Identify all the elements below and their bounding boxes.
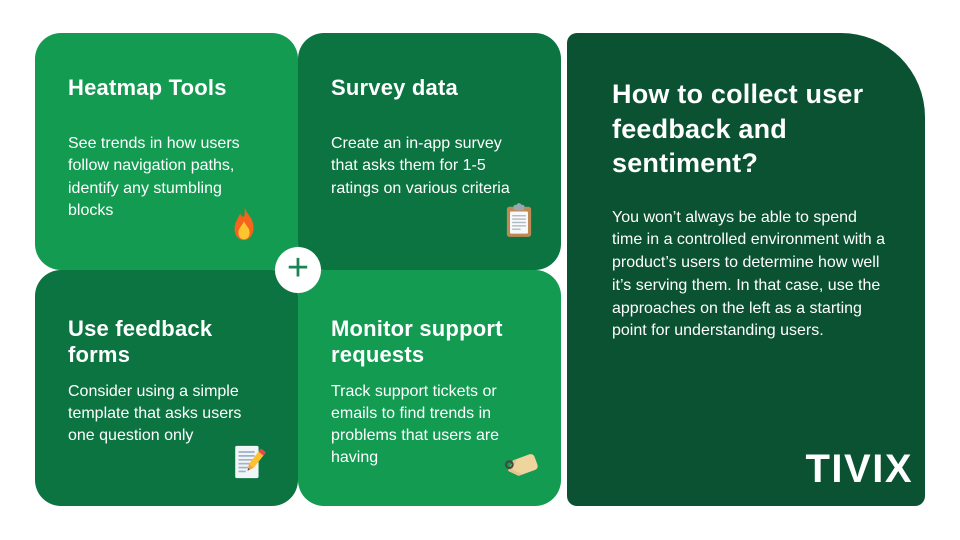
logo-text-left: TI	[805, 447, 845, 491]
card-title: Heatmap Tools	[68, 75, 227, 100]
card-title: Monitor support requests	[331, 316, 503, 368]
card-title: Survey data	[331, 75, 458, 100]
logo-notched-v: V	[844, 447, 873, 491]
card-body: Create an in-app survey that asks them f…	[331, 135, 510, 197]
tivix-logo: TIVIX	[805, 447, 913, 492]
card-title: Use feedback forms	[68, 316, 213, 368]
logo-text-right: IX	[872, 447, 913, 491]
fire-icon	[224, 204, 264, 244]
panel-title: How to collect user feedback and sentime…	[612, 79, 864, 179]
card-body: Track support tickets or emails to find …	[331, 382, 500, 467]
plus-badge: +	[275, 247, 321, 293]
tag-icon	[499, 444, 543, 484]
card-body: Consider using a simple template that as…	[68, 382, 242, 444]
clipboard-icon	[500, 202, 540, 242]
card-heatmap-tools: Heatmap Tools See trends in how users fo…	[35, 33, 298, 270]
panel-body: You won’t always be able to spend time i…	[612, 208, 886, 340]
card-support-requests: Monitor support requests Track support t…	[298, 270, 561, 506]
card-body: See trends in how users follow navigatio…	[68, 135, 240, 219]
memo-icon	[228, 442, 268, 482]
info-panel: How to collect user feedback and sentime…	[567, 33, 925, 506]
card-feedback-forms: Use feedback forms Consider using a simp…	[35, 270, 298, 506]
plus-icon: +	[286, 247, 310, 289]
card-survey-data: Survey data Create an in-app survey that…	[298, 33, 561, 270]
